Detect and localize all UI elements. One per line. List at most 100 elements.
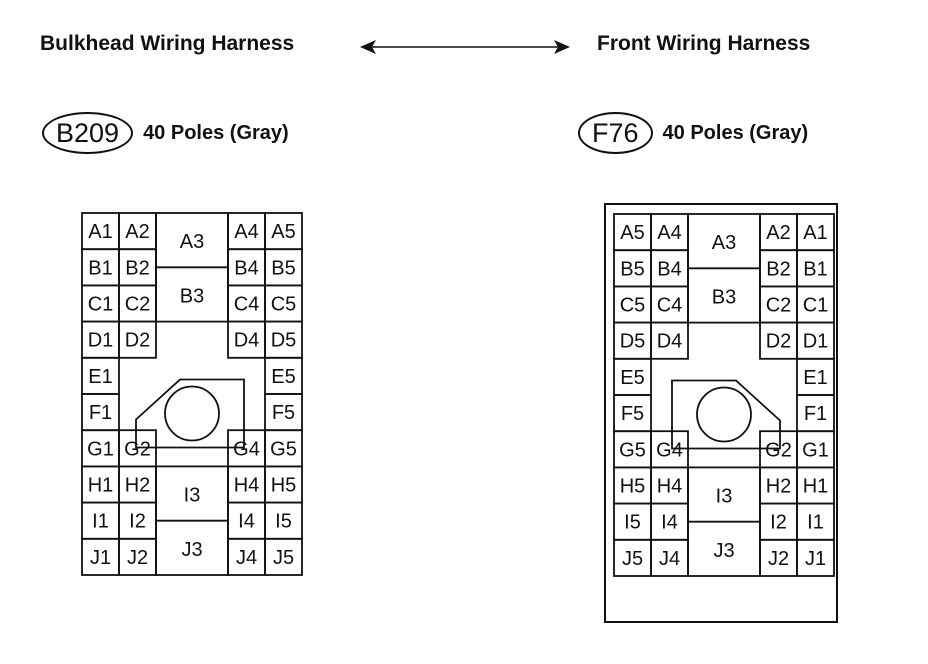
pin-label: C1 [88, 294, 114, 316]
pin-label: I2 [770, 512, 787, 534]
pin-label: E5 [620, 367, 644, 389]
connector-key-shape [671, 379, 781, 450]
pin-label: A2 [766, 222, 790, 244]
pin-cell [264, 537, 303, 576]
pin-label: G2 [124, 438, 151, 460]
pin-label: G4 [233, 438, 260, 460]
pin-label: B1 [803, 258, 827, 280]
pin-label: D4 [234, 330, 260, 352]
connector-f76-label: F76 40 Poles (Gray) [578, 110, 808, 156]
pin-cell [796, 538, 835, 577]
pin-label: I5 [275, 511, 292, 533]
pin-label: D5 [271, 330, 297, 352]
pin-label: J3 [181, 539, 202, 561]
pin-label: I3 [184, 485, 201, 507]
pin-label: H2 [125, 475, 151, 497]
pin-label: H5 [620, 476, 646, 498]
pin-label: C5 [271, 294, 297, 316]
pin-label: J3 [713, 540, 734, 562]
connector-id-oval: F76 [578, 112, 653, 154]
front-harness-title: Front Wiring Harness [597, 32, 811, 55]
connector-description: 40 Poles (Gray) [662, 121, 809, 144]
pin-label: C2 [125, 294, 151, 316]
pin-label: B2 [125, 257, 149, 279]
pin-cell [650, 321, 689, 360]
pin-label: B2 [766, 258, 790, 280]
pin-label: A5 [620, 222, 644, 244]
pin-label: E5 [271, 366, 295, 388]
connector-description: 40 Poles (Gray) [143, 121, 289, 144]
pin-label: A4 [657, 222, 681, 244]
double-arrow-icon [360, 40, 570, 54]
pin-label: B1 [88, 257, 112, 279]
pin-label: H1 [88, 475, 114, 497]
pin-label: H5 [271, 475, 297, 497]
pin-label: B4 [234, 257, 258, 279]
pin-label: F5 [621, 403, 644, 425]
pin-label: B3 [180, 285, 204, 307]
pin-label: D5 [620, 331, 646, 353]
pin-label: I1 [807, 512, 824, 534]
pin-label: J1 [90, 547, 111, 569]
pin-label: G1 [87, 438, 114, 460]
pin-label: G4 [656, 439, 683, 461]
pin-label: J2 [127, 547, 148, 569]
pin-label: J4 [659, 548, 680, 570]
pin-label: I2 [129, 511, 146, 533]
pin-label: C2 [766, 295, 792, 317]
pin-label: I4 [661, 512, 678, 534]
pin-label: G5 [270, 438, 297, 460]
pin-label: B3 [712, 286, 736, 308]
mounting-hole-icon [164, 385, 220, 442]
pin-label: C1 [803, 295, 829, 317]
pin-label: J5 [622, 548, 643, 570]
bulkhead-harness-title: Bulkhead Wiring Harness [40, 32, 295, 55]
pin-label: F1 [804, 403, 827, 425]
pin-label: D4 [657, 331, 683, 353]
connector-key-shape [135, 378, 245, 449]
pin-label: I5 [624, 512, 641, 534]
pin-label: A5 [271, 221, 295, 243]
pin-label: J1 [805, 548, 826, 570]
pin-label: H4 [657, 476, 683, 498]
pin-label: A2 [125, 221, 149, 243]
pin-label: D1 [88, 330, 114, 352]
mounting-hole-icon [696, 386, 752, 443]
pin-label: I3 [716, 486, 733, 508]
pin-label: J5 [273, 547, 294, 569]
pin-label: A1 [88, 221, 112, 243]
pin-label: G1 [802, 439, 829, 461]
connector-outer-frame [604, 203, 838, 623]
pin-label: E1 [803, 367, 827, 389]
pin-label: D2 [766, 331, 792, 353]
pin-label: H4 [234, 475, 260, 497]
pin-label: B4 [657, 258, 681, 280]
pin-label: I4 [238, 511, 255, 533]
pin-label: A3 [712, 232, 736, 254]
connector-b209-label: B209 40 Poles (Gray) [42, 110, 289, 156]
pin-label: J4 [236, 547, 257, 569]
pin-label: H1 [803, 476, 829, 498]
pin-label: A3 [180, 231, 204, 253]
pin-label: I1 [92, 511, 109, 533]
pin-label: B5 [271, 257, 295, 279]
pin-label: B5 [620, 258, 644, 280]
pin-label: A4 [234, 221, 258, 243]
pin-label: C4 [234, 294, 260, 316]
pin-label: H2 [766, 476, 792, 498]
pin-label: F5 [272, 402, 295, 424]
pin-label: F1 [89, 402, 112, 424]
pin-label: J2 [768, 548, 789, 570]
pin-label: D2 [125, 330, 151, 352]
pin-label: G2 [765, 439, 792, 461]
connector-id-oval: B209 [42, 112, 134, 154]
pin-label: C5 [620, 295, 646, 317]
pin-label: A1 [803, 222, 827, 244]
pin-label: G5 [619, 439, 646, 461]
pin-label: E1 [88, 366, 112, 388]
pin-cell [118, 320, 157, 359]
pin-label: D1 [803, 331, 829, 353]
pin-label: C4 [657, 295, 683, 317]
